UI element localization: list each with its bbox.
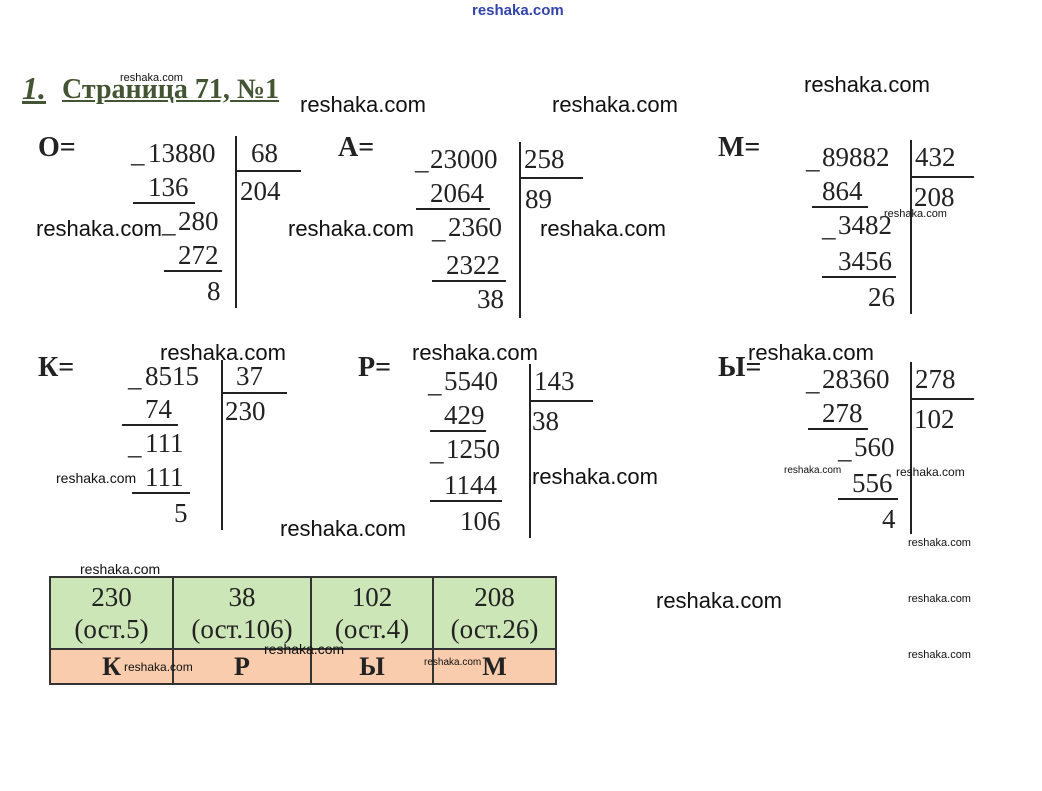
subtrahend: 3456 (838, 246, 892, 276)
remainder: 38 (477, 284, 504, 314)
minus-sign: _ (806, 144, 820, 174)
label-a: А= (338, 132, 375, 163)
subtrahend: 1144 (444, 470, 497, 500)
partial: 280 (178, 206, 219, 236)
subtrahend: 74 (145, 394, 172, 424)
quotient: 204 (240, 176, 281, 206)
quotient: 89 (525, 184, 552, 214)
dividend: 5540 (444, 366, 498, 396)
quotient: 102 (914, 404, 955, 434)
letter-cell: К (49, 648, 174, 685)
watermark[interactable]: reshaka.com (160, 340, 286, 365)
label-y: Ы= (718, 352, 762, 383)
dividend: 23000 (430, 144, 498, 174)
answer-table: 230(ост.5) 38(ост.106) 102(ост.4) 208(ос… (49, 576, 557, 685)
label-r: Р= (358, 352, 392, 383)
minus-sign: _ (162, 208, 176, 238)
remainder: 106 (460, 506, 501, 536)
dividend: 13880 (148, 138, 216, 168)
subtrahend: 864 (822, 176, 863, 206)
divisor: 37 (236, 361, 263, 391)
watermark[interactable]: reshaka.com (120, 72, 183, 84)
watermark[interactable]: reshaka.com (896, 465, 965, 479)
task-number: 1. (22, 70, 46, 106)
remainder: 8 (207, 276, 221, 306)
letter-cell: Р (172, 648, 312, 685)
watermark[interactable]: reshaka.com (288, 216, 414, 241)
label-o: О= (38, 132, 76, 163)
partial: 2360 (448, 212, 502, 242)
divisor: 68 (251, 138, 278, 168)
watermark[interactable]: reshaka.com (36, 216, 162, 241)
table-cell: 38(ост.106) (172, 576, 312, 650)
dividend: 28360 (822, 364, 890, 394)
partial: 1250 (446, 434, 500, 464)
subtrahend: 556 (852, 468, 893, 498)
watermark[interactable]: reshaka.com (56, 470, 137, 486)
partial: 111 (145, 428, 184, 458)
table-cell: 208(ост.26) (432, 576, 557, 650)
divisor: 143 (534, 366, 575, 396)
minus-sign: _ (838, 434, 852, 464)
dividend: 8515 (145, 361, 199, 391)
minus-sign: _ (430, 436, 444, 466)
divisor: 278 (915, 364, 956, 394)
watermark[interactable]: reshaka.com (908, 593, 971, 605)
divisor: 432 (915, 142, 956, 172)
watermark[interactable]: reshaka.com (884, 208, 947, 220)
label-k: К= (38, 352, 75, 383)
watermark[interactable]: reshaka.com (532, 464, 658, 489)
watermark[interactable]: reshaka.com (300, 92, 426, 117)
watermark[interactable]: reshaka.com (80, 561, 161, 577)
letter-cell: Ы (310, 648, 434, 685)
watermark[interactable]: reshaka.com (784, 465, 842, 476)
watermark[interactable]: reshaka.com (656, 588, 782, 613)
table-cell: 102(ост.4) (310, 576, 434, 650)
table-cell: 230(ост.5) (49, 576, 174, 650)
watermark[interactable]: reshaka.com (540, 216, 666, 241)
minus-sign: _ (822, 212, 836, 242)
remainder: 4 (882, 504, 896, 534)
minus-sign: _ (415, 145, 429, 175)
dividend: 89882 (822, 142, 890, 172)
partial: 560 (854, 432, 895, 462)
subtrahend: 136 (148, 172, 189, 202)
minus-sign: _ (806, 366, 820, 396)
subtrahend: 111 (145, 462, 184, 492)
page-title: Страница 71, №1 (62, 74, 280, 105)
watermark[interactable]: reshaka.com (804, 72, 930, 97)
subtrahend: 2322 (446, 250, 500, 280)
watermark[interactable]: reshaka.com (748, 340, 874, 365)
watermark[interactable]: reshaka.com (908, 649, 971, 661)
quotient: 208 (914, 182, 955, 212)
subtrahend: 2064 (430, 178, 484, 208)
watermark[interactable]: reshaka.com (908, 537, 971, 549)
letter-cell: М (432, 648, 557, 685)
subtrahend: 278 (822, 398, 863, 428)
watermark[interactable]: reshaka.com (264, 641, 345, 657)
subtrahend: 272 (178, 240, 219, 270)
remainder: 26 (868, 282, 895, 312)
divisor: 258 (524, 144, 565, 174)
quotient: 230 (225, 396, 266, 426)
minus-sign: _ (131, 138, 145, 168)
minus-sign: _ (128, 430, 142, 460)
quotient: 38 (532, 406, 559, 436)
subtrahend: 429 (444, 400, 485, 430)
minus-sign: _ (128, 362, 142, 392)
minus-sign: _ (428, 368, 442, 398)
partial: 3482 (838, 210, 892, 240)
watermark[interactable]: reshaka.com (552, 92, 678, 117)
watermark[interactable]: reshaka.com (412, 340, 538, 365)
remainder: 5 (174, 498, 188, 528)
watermark-top[interactable]: reshaka.com (472, 2, 564, 19)
label-m: М= (718, 132, 761, 163)
minus-sign: _ (432, 214, 446, 244)
watermark[interactable]: reshaka.com (280, 516, 406, 541)
watermark[interactable]: reshaka.com (424, 657, 482, 668)
watermark[interactable]: reshaka.com (124, 660, 193, 674)
